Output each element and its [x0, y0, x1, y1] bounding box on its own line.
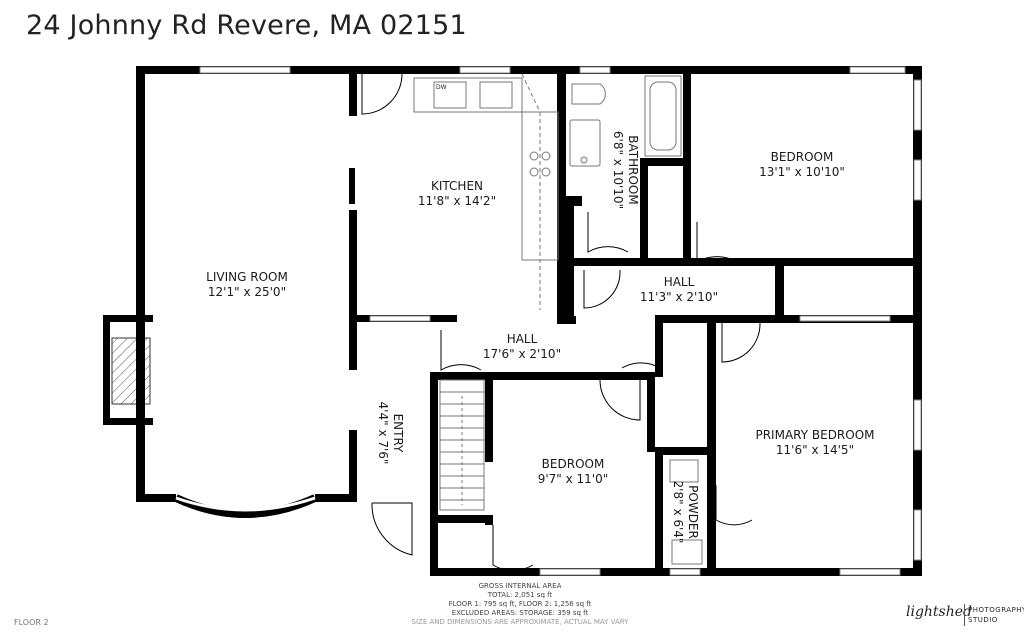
windows [199, 66, 922, 576]
dishwasher-label: DW [436, 84, 447, 91]
room-name: POWDER [686, 485, 700, 539]
room-entry: ENTRY 4'4" x 7'6" [375, 388, 405, 478]
kitchen-cabinets [413, 73, 559, 310]
area-excluded: EXCLUDED AREAS: STORAGE: 359 sq ft [451, 609, 589, 617]
doors [361, 73, 761, 571]
room-kitchen: KITCHEN 11'8" x 14'2" [397, 179, 517, 209]
room-dims: 2'8" x 6'4" [671, 480, 685, 544]
bay-window [174, 494, 317, 518]
room-name: BEDROOM [541, 457, 605, 471]
room-hall-lower: HALL 17'6" x 2'10" [462, 332, 582, 362]
room-dims: 11'6" x 14'5" [775, 443, 855, 457]
bathroom-fixtures [569, 75, 682, 167]
room-bedroom-top: BEDROOM 13'1" x 10'10" [742, 150, 862, 180]
room-name: BATHROOM [626, 135, 640, 205]
room-dims: 4'4" x 7'6" [376, 401, 390, 465]
room-name: PRIMARY BEDROOM [755, 428, 875, 442]
room-name: LIVING ROOM [206, 270, 288, 284]
area-heading: GROSS INTERNAL AREA [478, 582, 562, 590]
gross-area-summary: GROSS INTERNAL AREA TOTAL: 2,051 sq ft F… [400, 582, 640, 627]
room-name: HALL [506, 332, 538, 346]
room-dims: 13'1" x 10'10" [759, 165, 845, 179]
room-living-room: LIVING ROOM 12'1" x 25'0" [187, 270, 307, 300]
room-dims: 17'6" x 2'10" [482, 347, 562, 361]
room-name: HALL [663, 275, 695, 289]
room-primary-bedroom: PRIMARY BEDROOM 11'6" x 14'5" [745, 428, 885, 458]
room-dims: 9'7" x 11'0" [537, 472, 609, 486]
logo-line2: STUDIO [968, 616, 998, 624]
stairs [439, 379, 485, 511]
floor-label: FLOOR 2 [14, 618, 49, 627]
fireplace [103, 315, 153, 425]
room-name: KITCHEN [431, 179, 483, 193]
room-name: ENTRY [391, 413, 405, 453]
room-bathroom: BATHROOM 6'8" x 10'10" [610, 115, 640, 225]
room-dims: 11'8" x 14'2" [417, 194, 497, 208]
room-name: BEDROOM [770, 150, 834, 164]
studio-logo: lightshed PHOTOGRAPHY STUDIO [904, 600, 1024, 632]
room-bedroom-lower: BEDROOM 9'7" x 11'0" [513, 457, 633, 487]
logo-studio-text: PHOTOGRAPHY STUDIO [968, 605, 1024, 625]
logo-script: lightshed [906, 604, 973, 620]
area-disclaimer: SIZE AND DIMENSIONS ARE APPROXIMATE, ACT… [411, 618, 629, 626]
area-total: TOTAL: 2,051 sq ft [487, 591, 553, 599]
room-dims: 6'8" x 10'10" [611, 130, 625, 210]
powder-fixtures [669, 459, 703, 565]
area-floors: FLOOR 1: 795 sq ft, FLOOR 2: 1,256 sq ft [448, 600, 592, 608]
logo-divider [964, 604, 965, 626]
page-title: 24 Johnny Rd Revere, MA 02151 [26, 10, 467, 41]
room-dims: 11'3" x 2'10" [639, 290, 719, 304]
logo-line1: PHOTOGRAPHY [968, 606, 1024, 614]
room-powder: POWDER 2'8" x 6'4" [670, 472, 700, 552]
room-dims: 12'1" x 25'0" [207, 285, 287, 299]
room-hall-upper: HALL 11'3" x 2'10" [619, 275, 739, 305]
